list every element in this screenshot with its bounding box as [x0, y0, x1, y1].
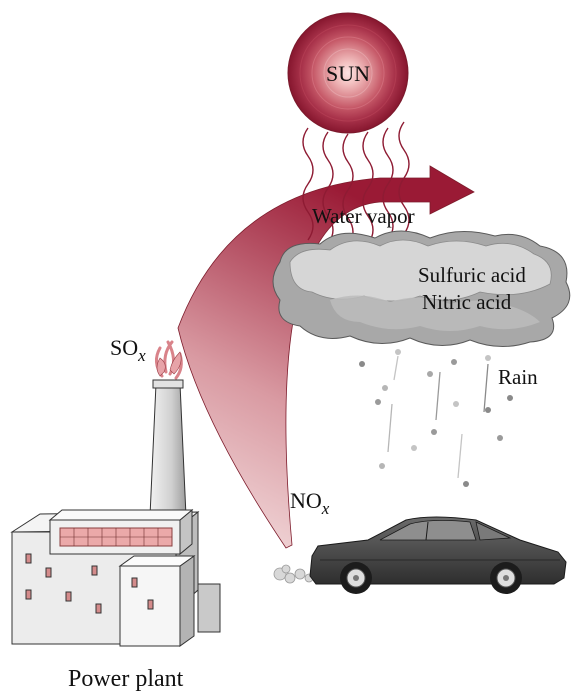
nox-label: NOx — [290, 488, 330, 518]
sun-label: SUN — [326, 61, 370, 86]
sox-subscript: x — [137, 346, 146, 365]
rain-label: Rain — [498, 365, 538, 389]
smokestack-icon — [149, 340, 187, 517]
rain-drops — [359, 349, 513, 487]
cloud-icon — [272, 230, 571, 347]
car-front-wheel — [490, 562, 522, 594]
water-vapor-label: Water vapor — [312, 204, 415, 228]
svg-text:SOx: SOx — [110, 335, 146, 365]
power-plant-label: Power plant — [68, 666, 184, 692]
svg-text:NOx: NOx — [290, 488, 330, 518]
sun-icon — [287, 12, 409, 134]
sox-main: SO — [110, 335, 138, 360]
power-plant-icon — [10, 508, 221, 647]
sox-label: SOx — [110, 335, 146, 365]
exhaust-smoke — [273, 564, 314, 584]
nox-main: NO — [290, 488, 322, 513]
sulfuric-acid-label: Sulfuric acid — [418, 263, 526, 287]
nox-subscript: x — [321, 499, 330, 518]
car-rear-wheel — [340, 562, 372, 594]
car-icon — [309, 516, 567, 594]
water-vapor-waves — [302, 121, 410, 247]
nitric-acid-label: Nitric acid — [422, 290, 512, 314]
